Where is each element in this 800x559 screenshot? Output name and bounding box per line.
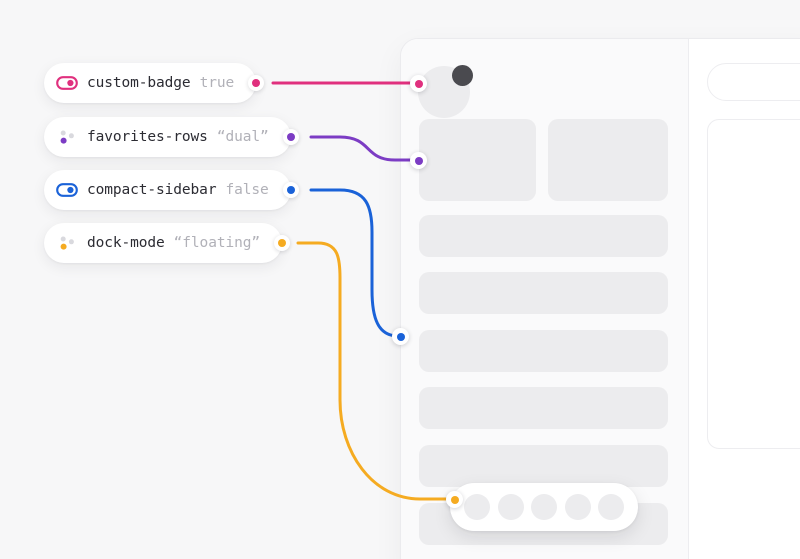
endpoint-compact-sidebar[interactable] [392,328,409,345]
property-value: false [225,182,269,198]
connector-compact-sidebar [309,188,400,338]
property-key: compact-sidebar [87,182,217,198]
row-5 [419,445,668,487]
pill-port[interactable] [273,235,290,251]
endpoint-favorites-rows[interactable] [410,152,427,169]
property-key: favorites-rows [87,129,208,145]
endpoint-dock-mode[interactable] [446,491,463,508]
preview-aside-column [689,39,800,559]
property-value: “floating” [173,235,260,251]
property-pill-favorites-rows[interactable]: favorites-rows “dual” [44,117,299,157]
dock-item[interactable] [497,494,524,520]
preview-main-column [401,39,689,559]
aside-card [707,119,800,449]
scatter-dots-icon [60,236,74,250]
pill-port[interactable] [282,129,299,145]
property-pill-compact-sidebar[interactable]: compact-sidebar false [44,170,299,210]
dock-item[interactable] [531,494,557,520]
row-1 [419,215,668,257]
toggle-icon [56,76,78,90]
preview-window [400,38,800,559]
pill-port[interactable] [282,182,299,198]
dock-item[interactable] [464,494,490,520]
property-pill-dock-mode[interactable]: dock-mode “floating” [44,223,290,263]
tile-right [548,119,668,201]
property-pill-custom-badge[interactable]: custom-badge true [44,63,265,103]
row-3 [419,330,668,372]
property-key: dock-mode [87,235,165,251]
endpoint-custom-badge[interactable] [410,75,427,92]
property-key: custom-badge [87,75,191,91]
floating-dock[interactable] [450,483,638,531]
avatar-badge [452,65,473,86]
dock-item[interactable] [564,494,591,520]
row-2 [419,272,668,314]
row-4 [419,387,668,429]
pill-port[interactable] [248,75,265,91]
dock-item[interactable] [598,494,624,520]
tile-left [419,119,536,201]
aside-searchbar[interactable] [707,63,800,101]
property-value: true [199,75,235,91]
toggle-icon [56,183,78,197]
property-value: “dual” [216,129,269,145]
scatter-dots-icon [60,130,74,144]
